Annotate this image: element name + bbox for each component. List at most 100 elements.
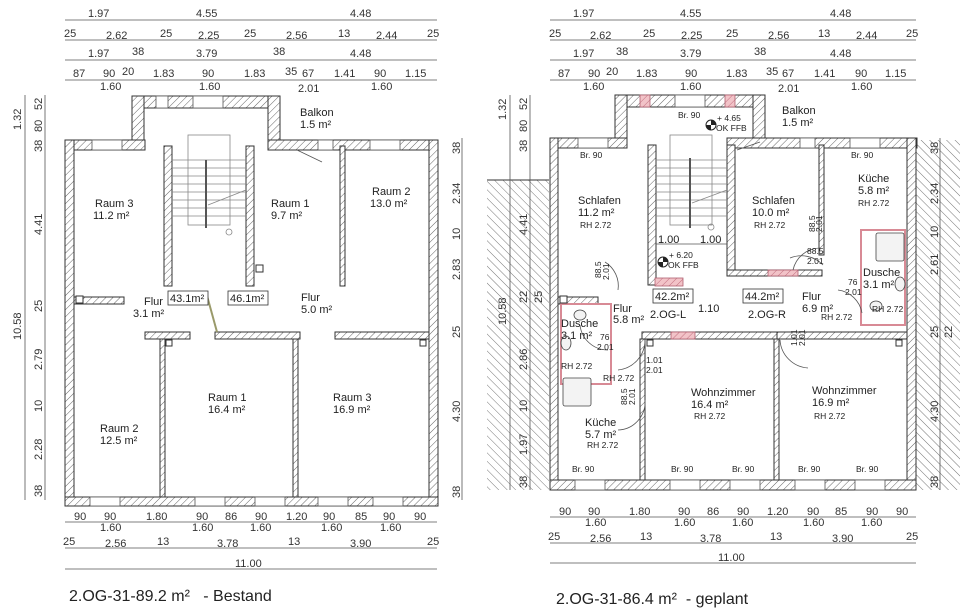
dim-label: 90	[737, 506, 749, 518]
room-area: 9.7 m²	[271, 210, 303, 222]
door-width: 88.5	[807, 215, 817, 232]
window-label: Br. 90	[732, 464, 754, 474]
door-height: 2.01	[807, 256, 824, 266]
dim-label: 25	[64, 28, 76, 40]
dim-label: 2.28	[33, 439, 45, 460]
dim-label: 90	[559, 506, 571, 518]
room-name: Flur	[613, 303, 632, 315]
dim-label: 25	[451, 326, 463, 338]
dim-label: 13	[818, 28, 830, 40]
room-area: 13.0 m²	[370, 198, 408, 210]
dim-label: 90	[807, 506, 819, 518]
right-dimension-labels: 38 2.34 10 2.83 25 4.30 38	[451, 142, 463, 498]
room-area: 3.1 m²	[133, 308, 165, 320]
room-area: 1.5 m²	[300, 119, 332, 131]
dim-label: 90	[202, 68, 214, 80]
left-dimension-lines	[24, 95, 46, 500]
dim-label: 10.58	[12, 312, 24, 340]
dim-label: 1.60	[585, 517, 606, 529]
stair-dim: 1.10	[698, 303, 719, 315]
dim-label: 2.34	[451, 183, 463, 204]
dim-label: 1.15	[405, 68, 426, 80]
room-name: Küche	[585, 417, 616, 429]
unit-name: 2.OG-R	[748, 309, 786, 321]
dim-label: 1.83	[153, 68, 174, 80]
dim-label: 1.60	[861, 517, 882, 529]
room-name: Raum 2	[372, 186, 411, 198]
dim-label: 25	[548, 531, 560, 543]
dim-label: 13	[770, 531, 782, 543]
room-name: Flur	[144, 296, 163, 308]
dim-label: 38	[451, 142, 463, 154]
room-height: RH 2.72	[694, 411, 725, 421]
room-area: 6.9 m²	[802, 303, 834, 315]
level-value: + 4.65	[717, 113, 741, 123]
dim-label: 1.80	[629, 506, 650, 518]
dim-label: 1.32	[497, 99, 509, 120]
dim-label: 38	[451, 486, 463, 498]
dim-label: 1.83	[726, 68, 747, 80]
dim-label: 90	[685, 68, 697, 80]
left-dimension-labels: 1.32 10.58 52 80 38 4.41 25 2.79 10 2.28…	[12, 98, 45, 497]
dim-label: 90	[678, 506, 690, 518]
dim-label: 86	[707, 506, 719, 518]
room-labels: Raum 3 11.2 m² Raum 1 9.7 m² Raum 2 13.0…	[93, 107, 411, 447]
chimney-flues	[75, 264, 427, 347]
bottom-dimension-labels: 90 90 1.80 90 86 90 1.20 90 85 90 90 1.6…	[63, 511, 439, 570]
dim-label: 25	[643, 28, 655, 40]
plan-title-bestand: 2.OG-31-89.2 m² - Bestand	[69, 588, 272, 605]
dim-label: 38	[518, 140, 530, 152]
room-name: Raum 2	[100, 423, 139, 435]
dim-label: 25	[929, 326, 941, 338]
room-name: Küche	[858, 173, 889, 185]
door-width: 76	[848, 277, 858, 287]
room-height: RH 2.72	[858, 198, 889, 208]
dim-label: 2.25	[198, 30, 219, 42]
room-area: 16.9 m²	[333, 404, 371, 416]
windows	[574, 94, 886, 491]
dim-label: 1.83	[636, 68, 657, 80]
room-area: 16.4 m²	[208, 404, 246, 416]
dim-label: 25	[244, 28, 256, 40]
unit-name: 2.OG-L	[650, 309, 686, 321]
dim-label: 3.79	[680, 48, 701, 60]
dim-label: 22	[518, 291, 530, 303]
flur-room-height: RH 2.72	[603, 373, 634, 383]
room-area: 11.2 m²	[578, 207, 615, 219]
dim-label: 11.00	[235, 558, 262, 570]
room-height: RH 2.72	[561, 361, 592, 371]
bestand-plan: 1.97 4.55 4.48 25 2.62 25 2.25 25 2.56 1…	[12, 8, 463, 570]
room-name: Wohnzimmer	[691, 387, 756, 399]
room-labels: Schlafen 11.2 m² RH 2.72 Schlafen 10.0 m…	[561, 105, 903, 450]
door-width: 88.5	[807, 246, 824, 256]
window-width-labels: Br. 90 Br. 90 Br. 90 Br. 90 Br. 90 Br. 9…	[572, 110, 878, 474]
door-height: 2.01	[601, 263, 611, 280]
dim-label: 2.62	[590, 30, 611, 42]
room-name: Schlafen	[578, 195, 621, 207]
dim-label: 13	[157, 536, 169, 548]
dim-label: 52	[518, 98, 530, 110]
plan-title-geplant: 2.OG-31-86.4 m² - geplant	[556, 591, 749, 608]
dim-label: 2.44	[376, 30, 397, 42]
door-height: 2.01	[845, 287, 862, 297]
door-width: 76	[600, 332, 610, 342]
dim-label: 25	[33, 300, 45, 312]
dim-label: 90	[588, 506, 600, 518]
room-name: Balkon	[300, 107, 334, 119]
dim-label: 25	[533, 291, 545, 303]
dim-label: 90	[374, 68, 386, 80]
room-name: Wohnzimmer	[812, 385, 877, 397]
dim-label: 1.60	[100, 522, 121, 534]
room-area: 5.0 m²	[301, 304, 333, 316]
dim-label: 38	[518, 476, 530, 488]
dim-label: 25	[63, 536, 75, 548]
dim-label: 1.60	[583, 81, 604, 93]
dim-label: 1.60	[732, 517, 753, 529]
dim-label: 1.60	[380, 522, 401, 534]
room-height: RH 2.72	[872, 304, 903, 314]
window-label: Br. 90	[798, 464, 820, 474]
window-label: Br. 90	[851, 150, 873, 160]
dim-label: 4.30	[929, 401, 941, 422]
stair-dim: 1.00	[700, 234, 721, 246]
dim-label: 25	[160, 28, 172, 40]
